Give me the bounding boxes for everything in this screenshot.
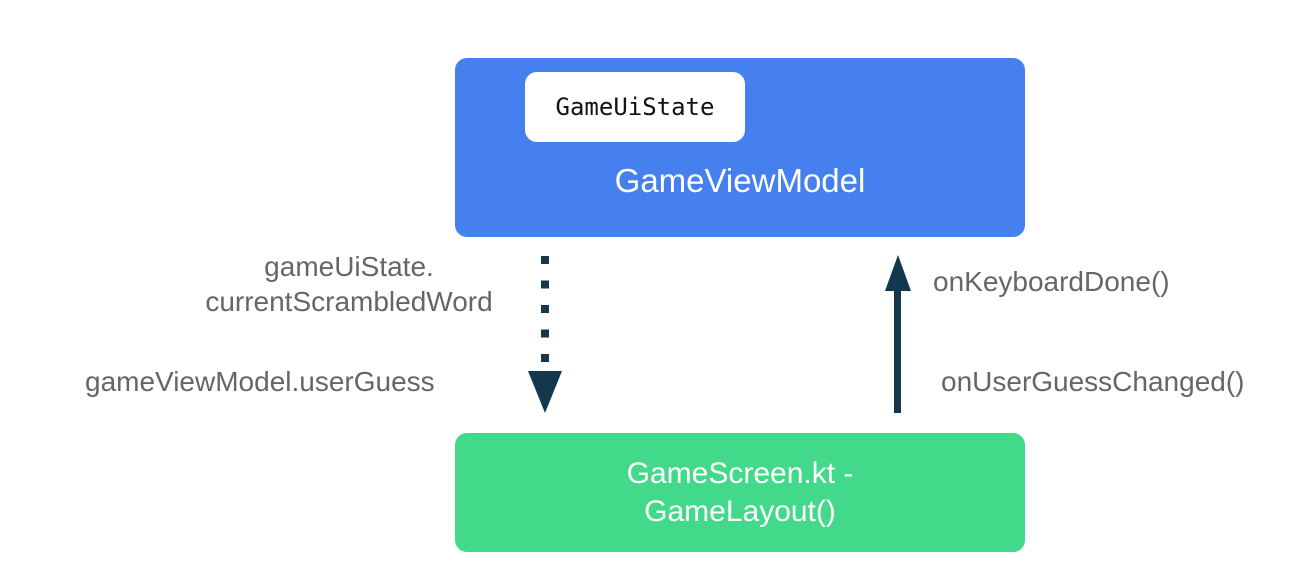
event-flow-arrow-up-head-icon — [885, 255, 911, 291]
gameuistate-chip: GameUiState — [525, 72, 745, 142]
screen-box-label-line1: GameScreen.kt - — [626, 456, 854, 490]
screen-box: GameScreen.kt - GameLayout() — [455, 433, 1025, 552]
screen-box-label-line2: GameLayout() — [644, 494, 836, 528]
viewmodel-box: GameUiState GameViewModel — [455, 58, 1025, 237]
gameuistate-chip-label: GameUiState — [555, 93, 715, 121]
state-property-label: gameUiState. currentScrambledWord — [165, 249, 533, 319]
state-flow-arrow-down-head-icon — [528, 371, 562, 413]
state-property-label-line1: gameUiState. — [264, 251, 434, 282]
state-property-label-line2: currentScrambledWord — [205, 286, 493, 317]
user-guess-property-label: gameViewModel.userGuess — [85, 366, 435, 397]
state-flow-arrow-dotted-line — [541, 256, 549, 366]
viewmodel-box-label: GameViewModel — [614, 162, 866, 199]
guess-changed-callback-label: onUserGuessChanged() — [941, 366, 1245, 397]
keyboard-done-callback-label: onKeyboardDone() — [933, 266, 1170, 297]
event-flow-arrow-solid-line — [894, 288, 901, 413]
